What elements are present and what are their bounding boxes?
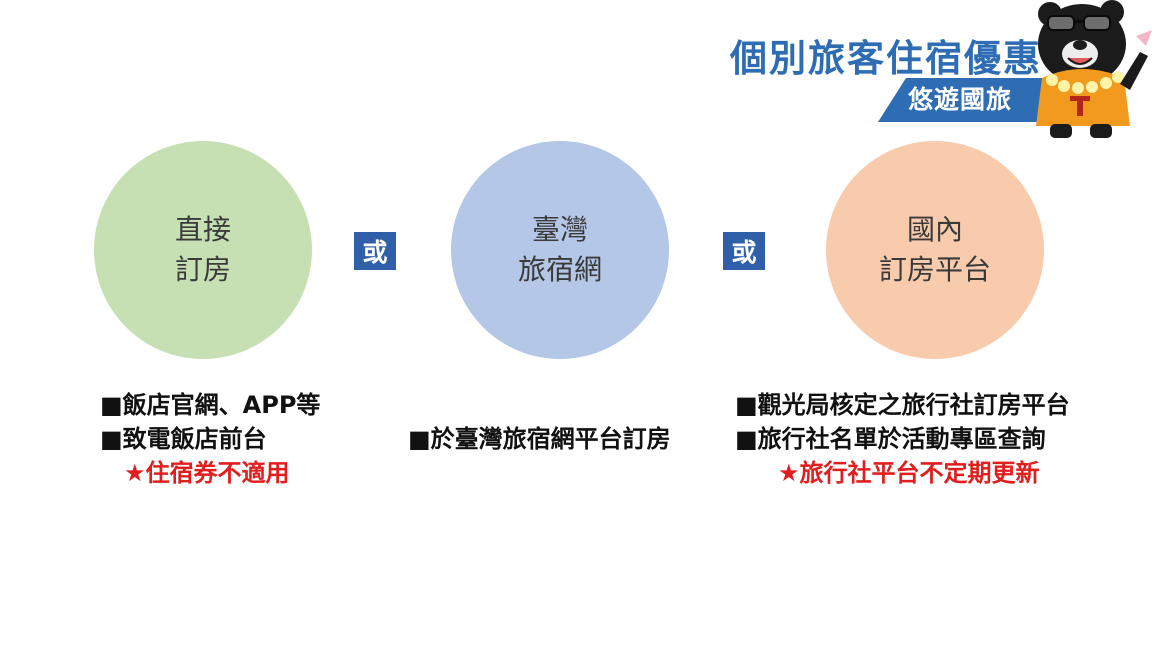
option-circle-domestic-platform: 國內 訂房平台 (826, 141, 1044, 359)
or-connector: 或 (354, 232, 396, 270)
or-connector: 或 (723, 232, 765, 270)
circle-label-line: 國內 (906, 213, 963, 246)
detail-line: ■致電飯店前台 (100, 425, 267, 453)
option-circle-direct-booking: 直接 訂房 (94, 141, 312, 359)
option-circle-taiwan-stay: 臺灣 旅宿網 (451, 141, 669, 359)
note-line: ★旅行社平台不定期更新 (778, 459, 1040, 487)
note-line: ★住宿券不適用 (124, 459, 290, 487)
subtitle-banner-text: 悠遊國旅 (908, 85, 1013, 114)
page-title: 個別旅客住宿優惠 (730, 37, 1042, 80)
detail-line: ■於臺灣旅宿網平台訂房 (408, 425, 671, 453)
circle-label-line: 臺灣 (531, 213, 588, 246)
detail-line: ■觀光局核定之旅行社訂房平台 (735, 391, 1070, 419)
circle-label-line: 直接 (174, 213, 231, 246)
circle-label-line: 訂房 (174, 253, 231, 286)
detail-line: ■飯店官網、APP等 (100, 391, 321, 419)
black-bear-mascot-icon (1036, 0, 1152, 138)
circle-label-line: 旅宿網 (517, 253, 602, 286)
circle-label-line: 訂房平台 (878, 253, 991, 286)
detail-line: ■旅行社名單於活動專區查詢 (735, 425, 1046, 453)
